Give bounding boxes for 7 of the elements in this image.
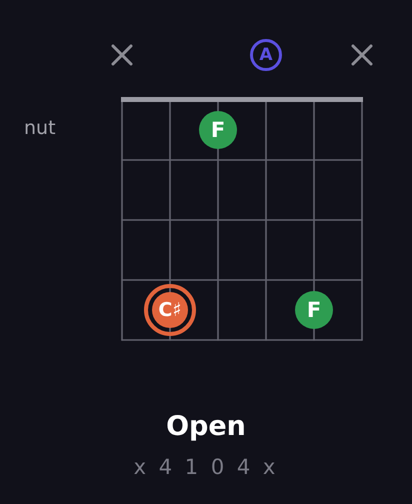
- root-note-dot: C♯: [144, 284, 196, 336]
- nut-label: nut: [24, 117, 56, 140]
- chord-title: Open: [166, 411, 246, 444]
- open-string-marker: A: [250, 39, 282, 71]
- note-dot: F: [199, 111, 237, 149]
- note-dot: F: [295, 291, 333, 329]
- fingering-text: x 4 1 0 4 x: [134, 455, 278, 480]
